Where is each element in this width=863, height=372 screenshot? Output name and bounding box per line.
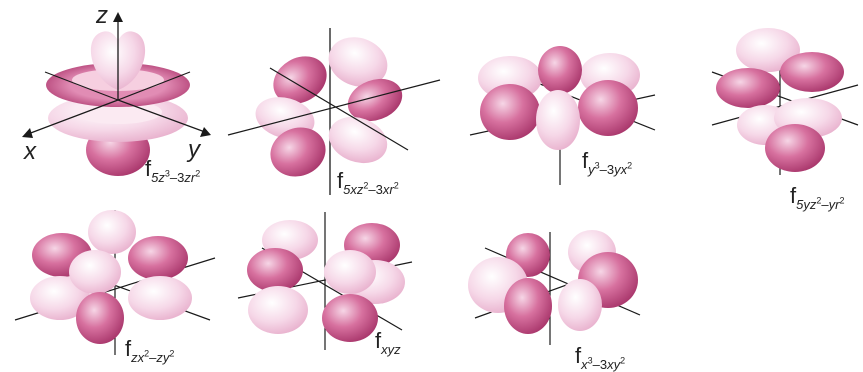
lobe — [558, 279, 602, 331]
lobe — [347, 78, 403, 122]
y-arrow — [200, 127, 211, 137]
orbital-fz3 — [22, 12, 211, 176]
x-axis-label: x — [24, 138, 36, 165]
lobe — [536, 90, 580, 150]
x-axis — [27, 99, 119, 135]
orbital-label-fz3: f5z3–3zr2 — [145, 156, 201, 185]
lobe — [504, 278, 552, 334]
lobe — [88, 210, 136, 254]
lobe — [538, 46, 582, 94]
y-axis — [117, 99, 206, 133]
z-axis-label: z — [96, 2, 108, 29]
lobe — [247, 248, 303, 292]
lobe — [76, 292, 124, 344]
lobe — [30, 276, 90, 320]
lobe — [765, 124, 825, 172]
orbital-fzx2 — [14, 210, 216, 355]
lobe — [273, 56, 327, 104]
orbital-label-fzx2: fzx2–zy2 — [125, 336, 175, 365]
orbital-label-fyz2: f5yz2–yr2 — [790, 183, 845, 212]
lobe — [128, 276, 192, 320]
z-arrow — [113, 12, 123, 22]
orbital-label-fy3: fy3–3yx2 — [582, 148, 633, 177]
lobe — [480, 84, 540, 140]
orbital-fxz2 — [227, 28, 441, 195]
lobe — [69, 250, 121, 294]
lobe — [736, 28, 800, 72]
lobe — [716, 68, 780, 108]
orbital-fx3 — [468, 230, 641, 345]
x-arrow — [22, 128, 33, 138]
orbital-label-fx3: fx3–3xy2 — [575, 343, 626, 372]
lobe — [322, 294, 378, 342]
lobe — [324, 250, 376, 294]
orbital-label-fxyz: fxyz — [375, 328, 401, 357]
lobe — [270, 127, 326, 177]
orbital-fy3 — [469, 46, 656, 185]
lobe — [248, 286, 308, 334]
orbital-fxyz — [237, 212, 413, 350]
y-axis-label: y — [188, 136, 200, 163]
lobe — [328, 37, 388, 87]
orbital-fyz2 — [711, 28, 859, 175]
lobe — [578, 80, 638, 136]
orbital-label-fxz2: f5xz2–3xr2 — [337, 168, 399, 197]
lobe — [780, 52, 844, 92]
lobe — [128, 236, 188, 280]
